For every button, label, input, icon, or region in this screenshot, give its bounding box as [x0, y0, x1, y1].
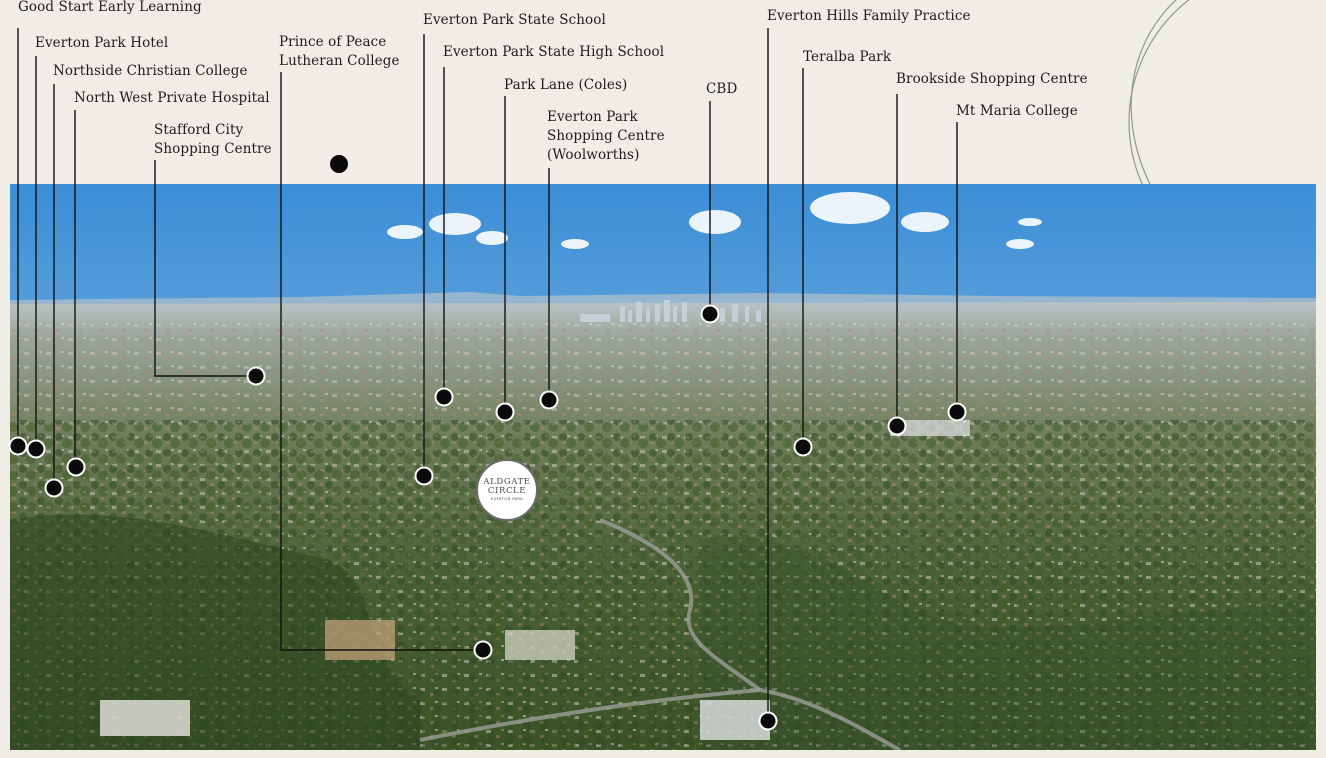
everton-park-state-high-school-label: Everton Park State High School	[443, 43, 664, 62]
mt-maria-college-label-line: Mt Maria College	[956, 103, 1078, 119]
everton-park-state-school-label-line: Everton Park State School	[423, 12, 606, 28]
stafford-city-shopping-centre-marker[interactable]	[248, 368, 264, 384]
everton-hills-family-practice-label-line: Everton Hills Family Practice	[767, 8, 971, 24]
everton-park-state-high-school-label-line: Everton Park State High School	[443, 44, 665, 60]
brookside-shopping-centre-label-line: Brookside Shopping Centre	[896, 71, 1088, 87]
cbd-marker[interactable]	[702, 306, 718, 322]
mt-maria-college-label: Mt Maria College	[956, 102, 1078, 121]
everton-park-state-school-marker[interactable]	[416, 468, 432, 484]
logo-line-1: ALDGATE	[483, 477, 531, 487]
logo-tagline: EVERTON PARK	[490, 497, 524, 501]
north-west-private-hospital-label: North West Private Hospital	[74, 89, 270, 108]
park-lane-coles-label-line: Park Lane (Coles)	[504, 77, 628, 93]
decorative-arcs	[1128, 0, 1190, 185]
park-lane-coles-label: Park Lane (Coles)	[504, 76, 627, 95]
stafford-city-shopping-centre-leader-line	[154, 160, 256, 377]
park-lane-coles-marker[interactable]	[497, 404, 513, 420]
everton-park-shopping-centre-label-line: Everton Park	[547, 109, 638, 125]
everton-park-hotel-marker[interactable]	[28, 441, 44, 457]
brookside-shopping-centre-marker[interactable]	[889, 418, 905, 434]
northside-christian-college-label: Northside Christian College	[53, 62, 248, 81]
everton-park-state-high-school-marker[interactable]	[436, 389, 452, 405]
good-start-early-learning-label-line: Good Start Early Learning	[18, 0, 202, 15]
teralba-park-marker[interactable]	[795, 439, 811, 455]
logo-line-2: CIRCLE	[487, 486, 527, 496]
teralba-park-label-line: Teralba Park	[803, 49, 892, 65]
prince-of-peace-lutheran-college-marker[interactable]	[475, 642, 491, 658]
everton-park-hotel-label-line: Everton Park Hotel	[35, 35, 169, 51]
everton-park-shopping-centre-label-line: Shopping Centre	[547, 128, 665, 144]
prince-of-peace-lutheran-college-label-line: Lutheran College	[279, 53, 400, 69]
location-markers	[8, 304, 967, 731]
leader-lines	[17, 28, 958, 721]
northside-christian-college-label-line: Northside Christian College	[53, 63, 248, 79]
cbd-label-line: CBD	[706, 81, 738, 97]
teralba-park-label: Teralba Park	[803, 48, 891, 67]
mt-maria-college-marker[interactable]	[949, 404, 965, 420]
good-start-early-learning-label: Good Start Early Learning	[18, 0, 202, 17]
northside-christian-college-marker[interactable]	[46, 480, 62, 496]
everton-hills-family-practice-marker[interactable]	[760, 713, 776, 729]
cbd-label: CBD	[706, 80, 737, 99]
brookside-shopping-centre-label: Brookside Shopping Centre	[896, 70, 1088, 89]
aerial-photo	[10, 184, 1316, 750]
stafford-city-shopping-centre-label-line: Shopping Centre	[154, 141, 272, 157]
everton-park-state-school-label: Everton Park State School	[423, 11, 606, 30]
prince-of-peace-lutheran-college-leader-line	[280, 72, 483, 651]
aldgate-circle-logo[interactable]: ALDGATE CIRCLE EVERTON PARK	[476, 459, 538, 521]
everton-hills-family-practice-label: Everton Hills Family Practice	[767, 7, 971, 26]
stafford-city-shopping-centre-label-line: Stafford City	[154, 122, 244, 138]
everton-park-hotel-label: Everton Park Hotel	[35, 34, 168, 53]
everton-park-shopping-centre-label-line: (Woolworths)	[547, 147, 640, 163]
prince-of-peace-lutheran-college-label-line: Prince of Peace	[279, 34, 387, 50]
stray-marker	[330, 155, 348, 173]
good-start-early-learning-marker[interactable]	[10, 438, 26, 454]
everton-park-shopping-centre-marker[interactable]	[541, 392, 557, 408]
north-west-private-hospital-label-line: North West Private Hospital	[74, 90, 270, 106]
north-west-private-hospital-marker[interactable]	[68, 459, 84, 475]
